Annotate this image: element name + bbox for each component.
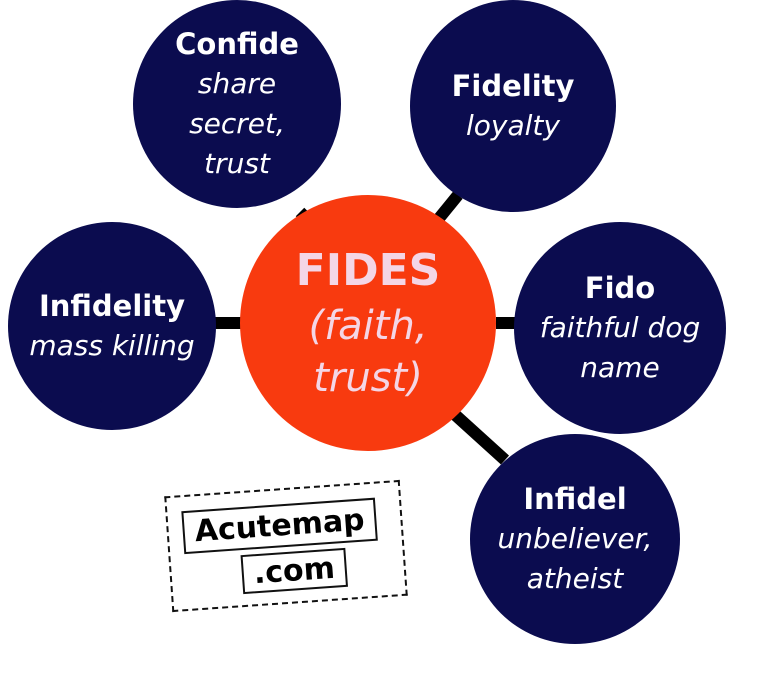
node-meaning: faithful dog name (539, 311, 701, 384)
node-term: Confide (175, 27, 299, 61)
node-term: Fido (584, 271, 656, 305)
logo-line1: Acutemap (181, 497, 378, 555)
node-meaning: mass killing (29, 329, 195, 362)
node-fido: Fido faithful dog name (514, 222, 726, 434)
node-meaning: unbeliever, atheist (497, 522, 653, 595)
node-term: Infidelity (38, 289, 185, 323)
connector-infidel (447, 407, 510, 465)
node-term: Fidelity (451, 69, 575, 103)
center-meaning: (faith, trust) (308, 303, 428, 401)
node-meaning: loyalty (466, 109, 560, 142)
logo-line2: .com (240, 547, 349, 595)
node-confide: Confide share secret, trust (133, 0, 341, 208)
center-node: FIDES (faith, trust) (240, 195, 496, 451)
node-fidelity: Fidelity loyalty (410, 0, 616, 212)
center-term: FIDES (295, 245, 441, 296)
node-infidel: Infidel unbeliever, atheist (470, 434, 680, 644)
node-meaning: share secret, trust (189, 67, 285, 180)
node-term: Infidel (523, 482, 627, 516)
node-infidelity: Infidelity mass killing (8, 222, 216, 430)
acutemap-logo: Acutemap .com (164, 479, 408, 613)
